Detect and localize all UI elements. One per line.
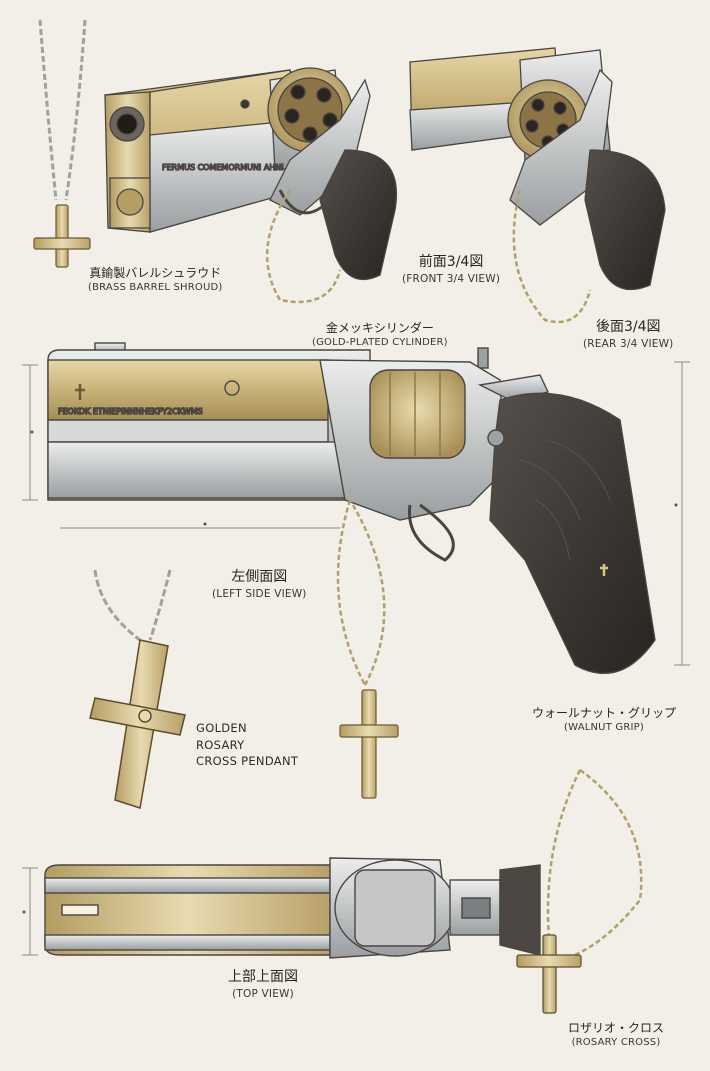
label-rosary-cross-jp: ロザリオ・クロス <box>568 1021 665 1035</box>
chain-side-view <box>336 499 386 686</box>
svg-text:FERMUS COMEMORMUNI AHNI: FERMUS COMEMORMUNI AHNI <box>162 163 284 172</box>
label-rear-view-jp: 後面3/4図 <box>595 319 661 335</box>
label-rosary-cross-en: (ROSARY CROSS) <box>571 1037 661 1049</box>
revolver-side-view: FEOKOK ETNIEPINNNHEKPY2CKWMS <box>47 342 656 674</box>
label-front-view-jp: 前面3/4図 <box>418 254 484 270</box>
chain-rear-view <box>512 189 592 324</box>
label-walnut-grip-jp: ウォールナット・グリップ <box>532 706 677 720</box>
cross-pendant-large <box>89 639 186 809</box>
label-left-side-view: 左側面図 (LEFT SIDE VIEW) <box>212 568 307 601</box>
label-rear-view: 後面3/4図 (REAR 3/4 VIEW) <box>583 318 673 351</box>
label-rear-view-en: (REAR 3/4 VIEW) <box>583 337 674 350</box>
cross-pendant-top-left <box>33 204 91 268</box>
revolver-top-view <box>44 857 541 959</box>
chain-front-view <box>265 189 342 304</box>
label-gold-cylinder-jp: 金メッキシリンダー <box>325 321 434 335</box>
dimension-lines <box>22 361 690 956</box>
label-walnut-grip: ウォールナット・グリップ (WALNUT GRIP) <box>532 705 676 735</box>
cross-pendant-rosary <box>516 934 582 1014</box>
dimension-dots <box>22 430 678 914</box>
label-rosary-cross: ロザリオ・クロス (ROSARY CROSS) <box>568 1020 664 1050</box>
chain-top-view <box>546 768 643 962</box>
label-brass-barrel-shroud-jp: 真鍮製バレルシュラウド <box>89 266 222 280</box>
necklace-top-left <box>38 19 87 201</box>
label-gold-cylinder: 金メッキシリンダー (GOLD-PLATED CYLINDER) <box>312 320 448 350</box>
cross-pendant-center <box>339 689 399 799</box>
label-front-view: 前面3/4図 (FRONT 3/4 VIEW) <box>402 253 500 286</box>
label-left-side-view-jp: 左側面図 <box>231 569 288 585</box>
svg-text:FEOKOK ETNIEPINNNHEKPY2CKWMS: FEOKOK ETNIEPINNNHEKPY2CKWMS <box>58 407 203 416</box>
label-golden-pendant-line-3: CROSS PENDANT <box>196 754 299 769</box>
label-top-view: 上部上面図 (TOP VIEW) <box>228 968 298 1001</box>
necklace-large <box>93 569 172 642</box>
label-golden-pendant: GOLDEN ROSARY CROSS PENDANT <box>196 720 298 770</box>
revolver-front-view: FERMUS COMEMORMUNI AHNI <box>104 67 397 281</box>
revolver-rear-view <box>409 47 666 291</box>
label-brass-barrel-shroud: 真鍮製バレルシュラウド (BRASS BARREL SHROUD) <box>88 265 223 295</box>
label-gold-cylinder-en: (GOLD-PLATED CYLINDER) <box>312 337 448 349</box>
label-golden-pendant-line-2: ROSARY <box>196 737 245 752</box>
label-front-view-en: (FRONT 3/4 VIEW) <box>402 272 501 285</box>
label-top-view-jp: 上部上面図 <box>228 969 298 985</box>
label-left-side-view-en: (LEFT SIDE VIEW) <box>212 587 307 600</box>
label-top-view-en: (TOP VIEW) <box>232 987 294 1000</box>
label-brass-barrel-shroud-en: (BRASS BARREL SHROUD) <box>88 282 223 294</box>
label-walnut-grip-en: (WALNUT GRIP) <box>564 722 644 734</box>
label-golden-pendant-line-1: GOLDEN <box>196 721 247 735</box>
